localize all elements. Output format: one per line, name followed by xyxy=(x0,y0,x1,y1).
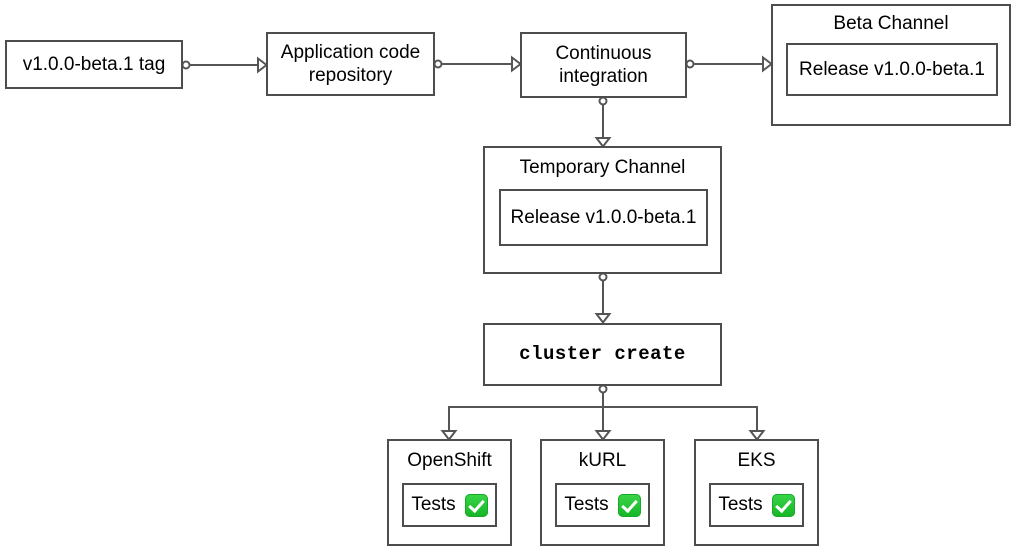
edge-temporary-channel-to-cluster-create xyxy=(594,272,612,325)
node-temporary-channel-title: Temporary Channel xyxy=(519,157,686,178)
edge-ci-to-temporary-channel xyxy=(594,96,612,149)
edge-tag-to-repo xyxy=(181,56,269,74)
node-eks-title: EKS xyxy=(737,450,776,471)
green-check-icon xyxy=(771,493,795,517)
kurl-tests-text: Tests xyxy=(564,494,609,515)
edge-repo-to-ci xyxy=(433,55,523,73)
green-check-icon xyxy=(464,493,488,517)
green-check-icon xyxy=(617,493,641,517)
node-beta-channel-title: Beta Channel xyxy=(833,13,949,34)
node-openshift-tests: Tests xyxy=(403,484,496,526)
edge-ci-to-beta-channel xyxy=(685,55,774,73)
node-repo-box[interactable] xyxy=(266,32,435,96)
edge-cluster-create-to-openshift xyxy=(440,391,604,442)
node-cluster-create-box[interactable] xyxy=(483,323,722,386)
node-kurl-tests: Tests xyxy=(556,484,649,526)
edge-cluster-create-to-eks xyxy=(602,391,766,442)
edge-fanout-source-dot xyxy=(598,384,608,394)
eks-tests-text: Tests xyxy=(718,494,763,515)
node-openshift-title: OpenShift xyxy=(407,450,492,471)
node-beta-channel-release-box[interactable] xyxy=(786,43,998,96)
node-kurl-title: kURL xyxy=(578,450,627,471)
node-ci-box[interactable] xyxy=(520,32,687,98)
node-tag-box[interactable] xyxy=(5,40,183,89)
node-eks-tests: Tests xyxy=(710,484,803,526)
node-temporary-channel-release-box[interactable] xyxy=(499,189,708,246)
openshift-tests-text: Tests xyxy=(411,494,456,515)
